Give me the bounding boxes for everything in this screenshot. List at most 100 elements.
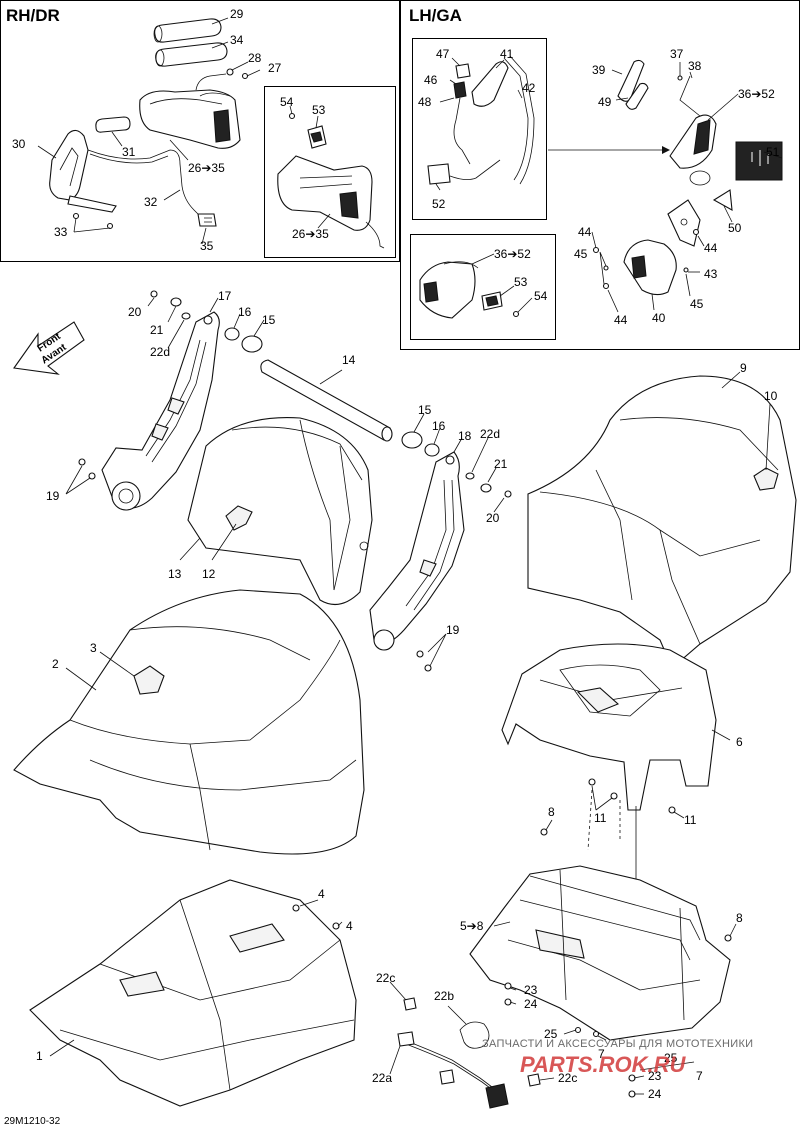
callout-21a: 21 <box>150 323 164 337</box>
callout-25a: 25 <box>544 1027 558 1041</box>
throttle-inset-lh <box>410 234 556 340</box>
screw-11c <box>668 806 676 814</box>
callout-34: 34 <box>230 33 244 47</box>
callout-36a: 36➔52 <box>738 87 775 101</box>
grip-34 <box>155 42 228 67</box>
decal-51 <box>735 141 783 181</box>
callout-14: 14 <box>342 353 356 367</box>
screw-4b <box>332 922 340 930</box>
callout-18: 18 <box>458 429 472 443</box>
callout-16a: 16 <box>238 305 252 319</box>
callout-50: 50 <box>728 221 742 235</box>
callout-53a: 53 <box>312 103 326 117</box>
callout-16b: 16 <box>432 419 446 433</box>
callout-4a: 4 <box>318 887 325 901</box>
callout-41: 41 <box>500 47 514 61</box>
callout-1: 1 <box>36 1049 43 1063</box>
screw-19b <box>88 472 96 480</box>
screw-8a <box>540 828 548 836</box>
throttle-inset-lh-parts <box>419 261 520 319</box>
washer-15a <box>241 335 263 353</box>
callout-30: 30 <box>12 137 26 151</box>
callout-15b: 15 <box>418 403 432 417</box>
screw-20b <box>504 490 512 498</box>
grip-29 <box>153 18 222 43</box>
seat-2 <box>13 589 365 855</box>
screw-44b <box>692 228 700 236</box>
screw-8b <box>724 934 732 942</box>
switch-36 <box>669 114 717 169</box>
callout-26a: 26➔35 <box>188 161 225 175</box>
callout-28: 28 <box>248 51 262 65</box>
disc <box>689 170 711 186</box>
callout-49: 49 <box>598 95 612 109</box>
rh-panel-title: RH/DR <box>6 6 60 25</box>
screw-11a <box>588 778 596 786</box>
callout-23a: 23 <box>524 983 538 997</box>
washer-21b <box>480 483 492 493</box>
screw-7a <box>592 1030 600 1038</box>
callout-33: 33 <box>54 225 68 239</box>
callout-22db: 22d <box>480 427 500 441</box>
callout-22a: 22a <box>372 1071 392 1085</box>
bracket-17 <box>101 311 220 511</box>
callout-45b: 45 <box>690 297 704 311</box>
bushing-16b <box>424 443 440 457</box>
callout-24b: 24 <box>648 1087 662 1101</box>
leader-lines <box>37 17 783 1095</box>
callout-3: 3 <box>90 641 97 655</box>
screw-11b <box>610 792 618 800</box>
callout-2: 2 <box>52 657 59 671</box>
callout-32: 32 <box>144 195 158 209</box>
bracket-18 <box>369 451 465 651</box>
callout-20b: 20 <box>486 511 500 525</box>
callout-11a: 11 <box>594 811 607 825</box>
watermark-logo: PARTS.ROK.RU <box>520 1052 686 1077</box>
screw-37 <box>677 75 683 81</box>
callout-7b: 7 <box>696 1069 703 1083</box>
callout-40: 40 <box>652 311 666 325</box>
callout-27: 27 <box>268 61 282 75</box>
callout-8a: 8 <box>548 805 555 819</box>
screw-20a <box>150 290 158 298</box>
washer-15b <box>401 431 423 449</box>
harness-22a <box>397 1031 509 1109</box>
callout-45a: 45 <box>574 247 588 261</box>
screw-45a <box>603 265 609 271</box>
callout-12: 12 <box>202 567 216 581</box>
callout-37: 37 <box>670 47 684 61</box>
decal-50 <box>712 189 733 211</box>
bracket-43 <box>667 199 701 247</box>
callout-47: 47 <box>436 47 450 61</box>
callout-26b: 26➔35 <box>292 227 329 241</box>
clip-22c-b <box>527 1073 541 1087</box>
callout-19b: 19 <box>446 623 460 637</box>
screw-19c <box>416 650 424 658</box>
callout-29: 29 <box>230 7 244 21</box>
callouts: 29 34 28 27 30 31 26➔35 32 33 35 54 53 2… <box>12 7 780 1101</box>
wire-38 <box>679 75 701 117</box>
callout-9: 9 <box>740 361 747 375</box>
callout-22da: 22d <box>150 345 170 359</box>
screw-45b <box>683 267 689 273</box>
rh-panel <box>0 0 400 262</box>
wire-28-27 <box>195 73 227 91</box>
callout-44c: 44 <box>614 313 628 327</box>
arrow-head-lh <box>662 146 670 154</box>
callout-52a: 52 <box>432 197 446 211</box>
callout-13: 13 <box>168 567 182 581</box>
screw-33b <box>106 222 114 230</box>
callout-22b: 22b <box>434 989 454 1003</box>
throttle-cable-32 <box>87 149 201 217</box>
callout-4b: 4 <box>346 919 353 933</box>
callout-23b: 23 <box>648 1069 662 1083</box>
callout-22c2: 22c <box>558 1071 577 1085</box>
callout-53b: 53 <box>514 275 528 289</box>
callout-31: 31 <box>122 145 136 159</box>
connector-35 <box>197 213 217 227</box>
tube-14 <box>260 359 393 442</box>
front-arrow <box>13 321 85 375</box>
callout-42: 42 <box>522 81 536 95</box>
